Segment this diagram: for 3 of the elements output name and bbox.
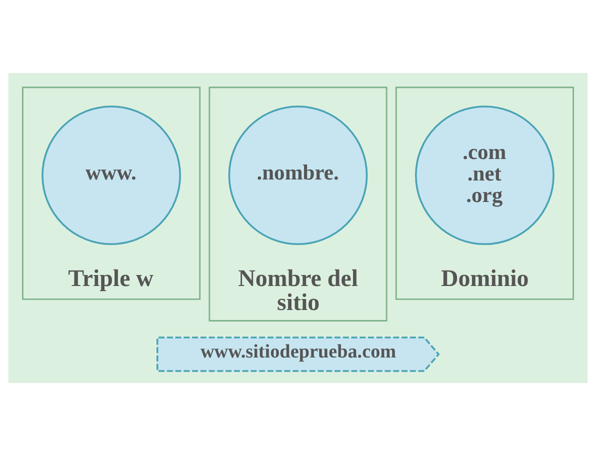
node-circle: .nombre. bbox=[228, 106, 368, 246]
node-circle: www. bbox=[42, 106, 181, 246]
node-circle: .com .net .org bbox=[415, 106, 554, 246]
